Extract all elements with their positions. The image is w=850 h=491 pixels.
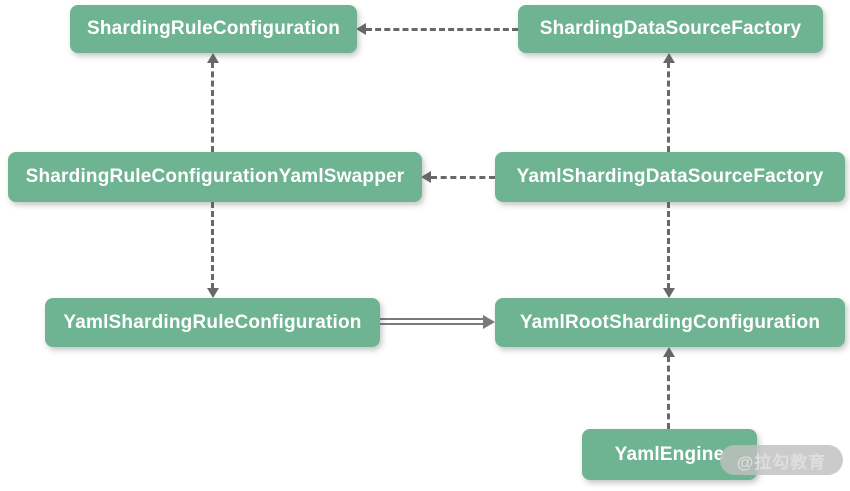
node-sharding-rule-configuration: ShardingRuleConfiguration — [70, 5, 357, 53]
edge-yaml-factory-to-swapper — [431, 176, 495, 179]
edge-yaml-engine-to-yaml-root-sharding-configuration — [667, 356, 670, 429]
node-yaml-root-sharding-configuration: YamlRootShardingConfiguration — [495, 298, 845, 347]
arrow-right-icon — [483, 315, 495, 329]
arrow-left-icon — [356, 23, 366, 35]
edge-swapper-to-yaml-sharding-rule-configuration — [211, 202, 214, 289]
arrow-down-icon — [663, 288, 675, 298]
node-sharding-data-source-factory: ShardingDataSourceFactory — [518, 5, 823, 53]
arrow-up-icon — [207, 53, 219, 63]
edge-swapper-to-sharding-rule-configuration — [211, 62, 214, 152]
arrow-down-icon — [207, 288, 219, 298]
watermark-badge: @拉勾教育 — [720, 445, 843, 475]
edge-yaml-factory-to-yaml-root-sharding-configuration — [667, 202, 670, 289]
edge-yaml-sharding-rule-to-yaml-root — [380, 318, 484, 325]
edge-factory-to-sharding-rule-configuration — [366, 28, 518, 31]
arrow-left-icon — [421, 171, 431, 183]
edge-yaml-factory-to-sharding-data-source-factory — [667, 62, 670, 152]
node-yaml-sharding-data-source-factory: YamlShardingDataSourceFactory — [495, 152, 845, 202]
node-yaml-sharding-rule-configuration: YamlShardingRuleConfiguration — [45, 298, 380, 347]
arrow-up-icon — [663, 53, 675, 63]
arrow-up-icon — [663, 347, 675, 357]
node-sharding-rule-configuration-yaml-swapper: ShardingRuleConfigurationYamlSwapper — [8, 152, 422, 202]
